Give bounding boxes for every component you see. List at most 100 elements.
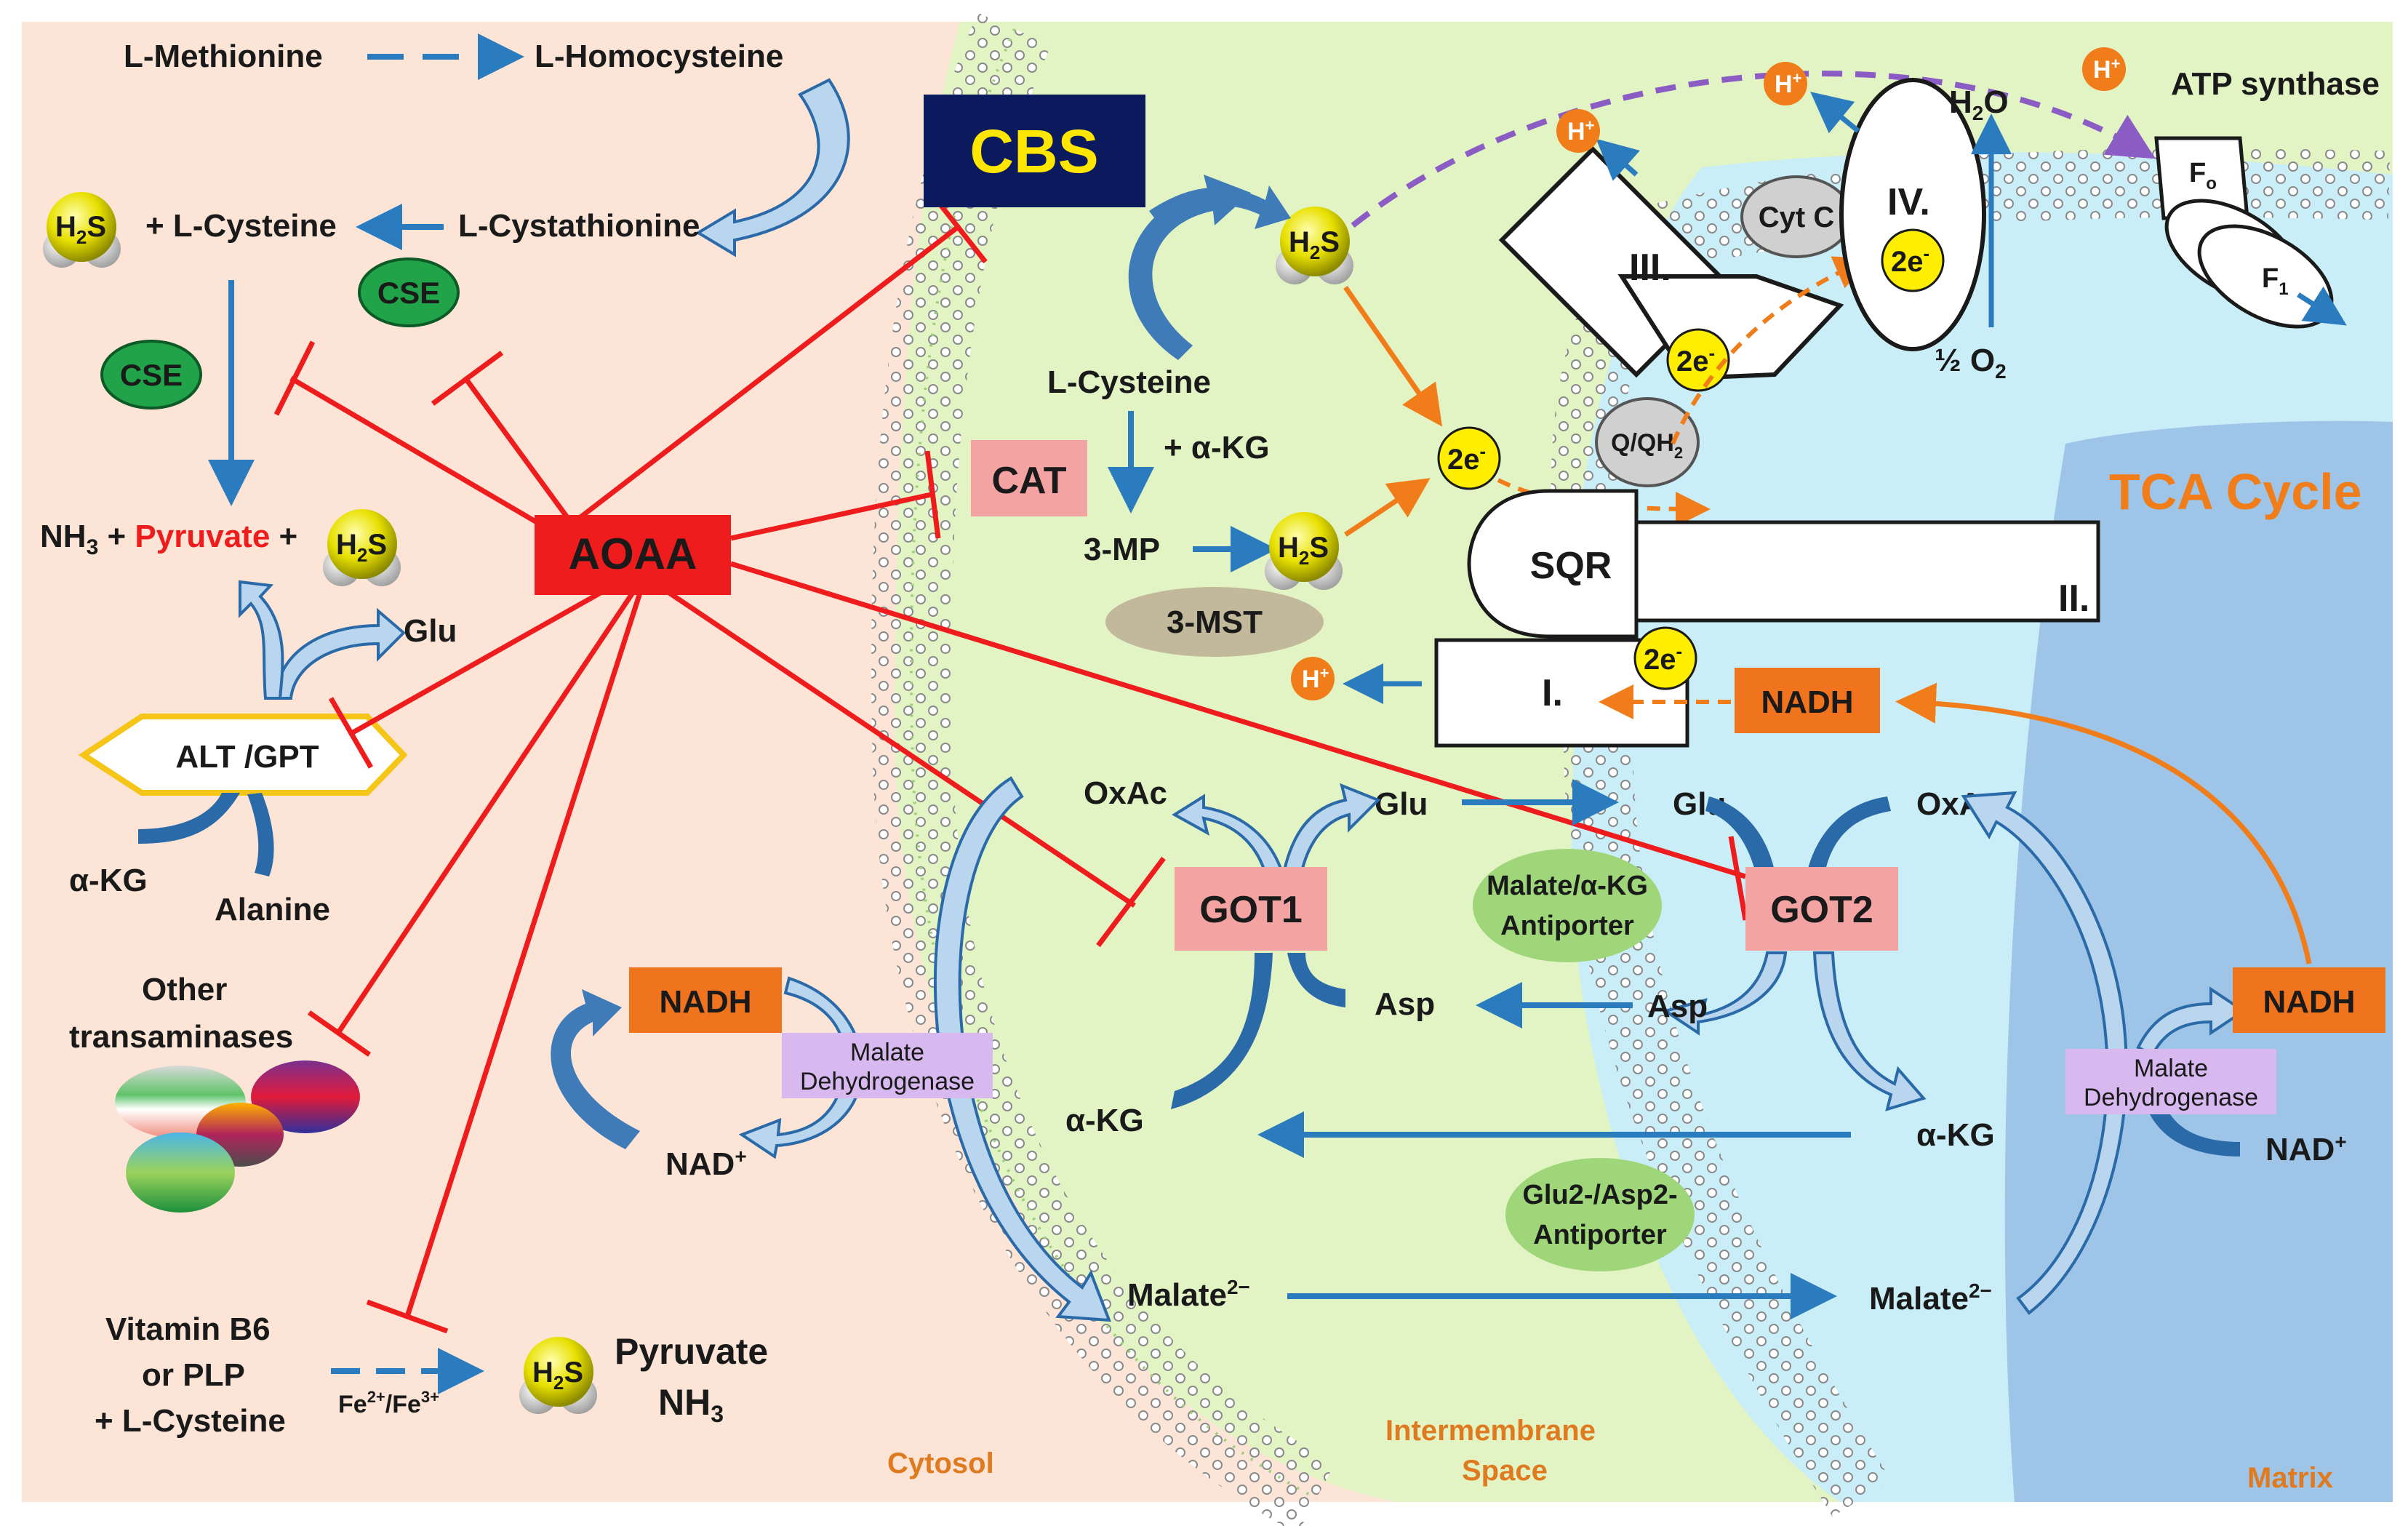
alt-pyruvate-curve xyxy=(239,580,284,700)
svg-text:I.: I. xyxy=(1542,672,1563,714)
plus-l-cysteine-label: + L-Cysteine xyxy=(95,1403,286,1439)
complex-iv: IV. xyxy=(1839,78,1986,351)
svg-text:H2S: H2S xyxy=(1289,226,1340,263)
alt-gpt-enzyme: ALT /GPT xyxy=(78,714,408,796)
cbs-to-h2s-curve xyxy=(1149,185,1291,229)
malate-dehydrogenase-matrix: Malate Dehydrogenase xyxy=(2065,1049,2276,1114)
cytosol-label: Cytosol xyxy=(887,1447,994,1479)
nh3-pyruvate-label: NH3 + Pyruvate + xyxy=(40,519,297,559)
malate-akg-antiporter: Malate/α-KG Antiporter xyxy=(1473,849,1662,962)
h2s-molecule-3: H2S xyxy=(519,1337,597,1414)
malate-label-matrix: Malate2− xyxy=(1869,1279,1992,1317)
malate-label-cyto: Malate2− xyxy=(1127,1276,1250,1313)
svg-text:Glu2-/Asp2-: Glu2-/Asp2- xyxy=(1522,1180,1677,1210)
h2s-molecule-1: H2S xyxy=(43,192,121,268)
proton-complex-iii: H+ xyxy=(1556,109,1600,153)
nh3-label-2: NH3 xyxy=(658,1382,724,1427)
cytochrome-c: Cyt C xyxy=(1740,175,1852,258)
svg-text:H+: H+ xyxy=(1567,116,1594,145)
or-plp-label: or PLP xyxy=(142,1357,245,1393)
electron-pair-sqr: 2e- xyxy=(1437,426,1501,490)
svg-text:2e-: 2e- xyxy=(1676,342,1715,377)
akg-label-matrix: α-KG xyxy=(1916,1117,1995,1153)
homocysteine-label: L-Homocysteine xyxy=(535,39,783,74)
svg-text:GOT2: GOT2 xyxy=(1770,889,1873,931)
transaminase-spheres xyxy=(115,1060,360,1213)
akg-label-cyto: α-KG xyxy=(1065,1103,1144,1138)
l-cysteine-label: L-Cysteine xyxy=(1047,364,1211,400)
nadh-box-cytosol: NADH xyxy=(629,967,782,1033)
svg-text:Malate/α-KG: Malate/α-KG xyxy=(1487,871,1648,901)
cse-enzyme-1: CSE xyxy=(358,257,460,327)
pyruvate-label-2: Pyruvate xyxy=(615,1331,768,1372)
plus-akg-label: + α-KG xyxy=(1164,430,1270,466)
svg-text:Cyt C: Cyt C xyxy=(1759,201,1834,233)
nad-label-matrix: NAD+ xyxy=(2265,1130,2347,1167)
atp-synthase-label: ATP synthase xyxy=(2171,66,2380,102)
proton-complex-i: H+ xyxy=(1291,657,1335,700)
alt-glu-curve xyxy=(274,607,406,700)
3mp-label: 3-MP xyxy=(1084,532,1160,567)
other-label: Other xyxy=(142,972,227,1007)
svg-text:Dehydrogenase: Dehydrogenase xyxy=(800,1068,975,1095)
akg-label-alt: α-KG xyxy=(69,863,148,898)
homocysteine-to-cystathionine-curve xyxy=(695,78,850,257)
h2s-molecule-2: H2S xyxy=(323,509,401,586)
transaminases-label: transaminases xyxy=(69,1019,293,1055)
cse-enzyme-2: CSE xyxy=(100,340,202,410)
svg-text:NADH: NADH xyxy=(1761,684,1853,720)
svg-text:H2S: H2S xyxy=(336,529,387,566)
electron-pair-complex-i: 2e- xyxy=(1633,626,1697,690)
svg-text:CBS: CBS xyxy=(969,117,1098,185)
svg-text:H2S: H2S xyxy=(1278,532,1329,569)
proton-complex-iv: H+ xyxy=(1764,62,1807,105)
glu-asp-antiporter: Glu2-/Asp2- Antiporter xyxy=(1505,1158,1695,1271)
svg-text:H+: H+ xyxy=(1302,664,1329,693)
oxac-label-cyto: OxAc xyxy=(1084,775,1167,811)
inner-membrane-lower xyxy=(1563,667,1892,1517)
alanine-label: Alanine xyxy=(215,892,330,927)
svg-text:2e-: 2e- xyxy=(1447,440,1486,476)
glu-label-cyto: Glu xyxy=(1375,786,1428,822)
svg-text:H2S: H2S xyxy=(532,1357,583,1394)
alt-alanine-curve xyxy=(247,793,274,876)
intermembrane-space-label: Space xyxy=(1462,1455,1548,1487)
svg-text:Q/QH2: Q/QH2 xyxy=(1611,429,1683,462)
svg-text:CSE: CSE xyxy=(120,358,183,392)
cyto-malate-loop-left xyxy=(551,989,640,1149)
q-to-complex-iv-dashed xyxy=(1671,256,1870,445)
cat-enzyme: CAT xyxy=(971,440,1087,516)
svg-text:Antiporter: Antiporter xyxy=(1533,1220,1667,1250)
svg-text:2e-: 2e- xyxy=(1644,640,1682,676)
svg-text:CSE: CSE xyxy=(377,276,440,310)
tca-cycle-region xyxy=(2004,420,2393,1502)
nadh-box-matrix-2: NADH xyxy=(2233,967,2385,1033)
sqr-enzyme: SQR xyxy=(1467,489,1639,639)
svg-text:II.: II. xyxy=(2058,578,2089,620)
complex-ii: II. xyxy=(1634,520,2100,623)
svg-text:Dehydrogenase: Dehydrogenase xyxy=(2084,1084,2258,1111)
asp-label-matrix: Asp xyxy=(1647,988,1708,1024)
h2s-molecule-5: H2S xyxy=(1276,207,1353,284)
complex-iii-proton-arrow xyxy=(1596,138,1640,181)
cystathionine-label: L-Cystathionine xyxy=(458,208,700,244)
intermembrane-label: Intermembrane xyxy=(1385,1415,1596,1447)
svg-text:Antiporter: Antiporter xyxy=(1500,911,1634,941)
half-o2-label: ½ O2 xyxy=(1935,343,2007,383)
outer-membrane xyxy=(871,12,1335,1526)
svg-text:NADH: NADH xyxy=(2263,984,2355,1020)
fe-label: Fe2+/Fe3+ xyxy=(338,1388,439,1418)
tca-cycle-label: TCA Cycle xyxy=(2109,463,2362,520)
svg-text:Malate: Malate xyxy=(850,1039,924,1066)
matrix-nad-curve xyxy=(2149,1109,2240,1157)
q-qh2: Q/QH2 xyxy=(1595,397,1700,487)
svg-text:CAT: CAT xyxy=(991,460,1066,502)
atp-synthase: Fo F1 xyxy=(2154,136,2334,329)
got1-akg-curve xyxy=(1171,953,1273,1109)
svg-text:NADH: NADH xyxy=(659,984,751,1020)
svg-text:3-MST: 3-MST xyxy=(1167,604,1263,640)
asp-label-cyto: Asp xyxy=(1375,986,1435,1022)
got2-enzyme: GOT2 xyxy=(1745,867,1898,951)
